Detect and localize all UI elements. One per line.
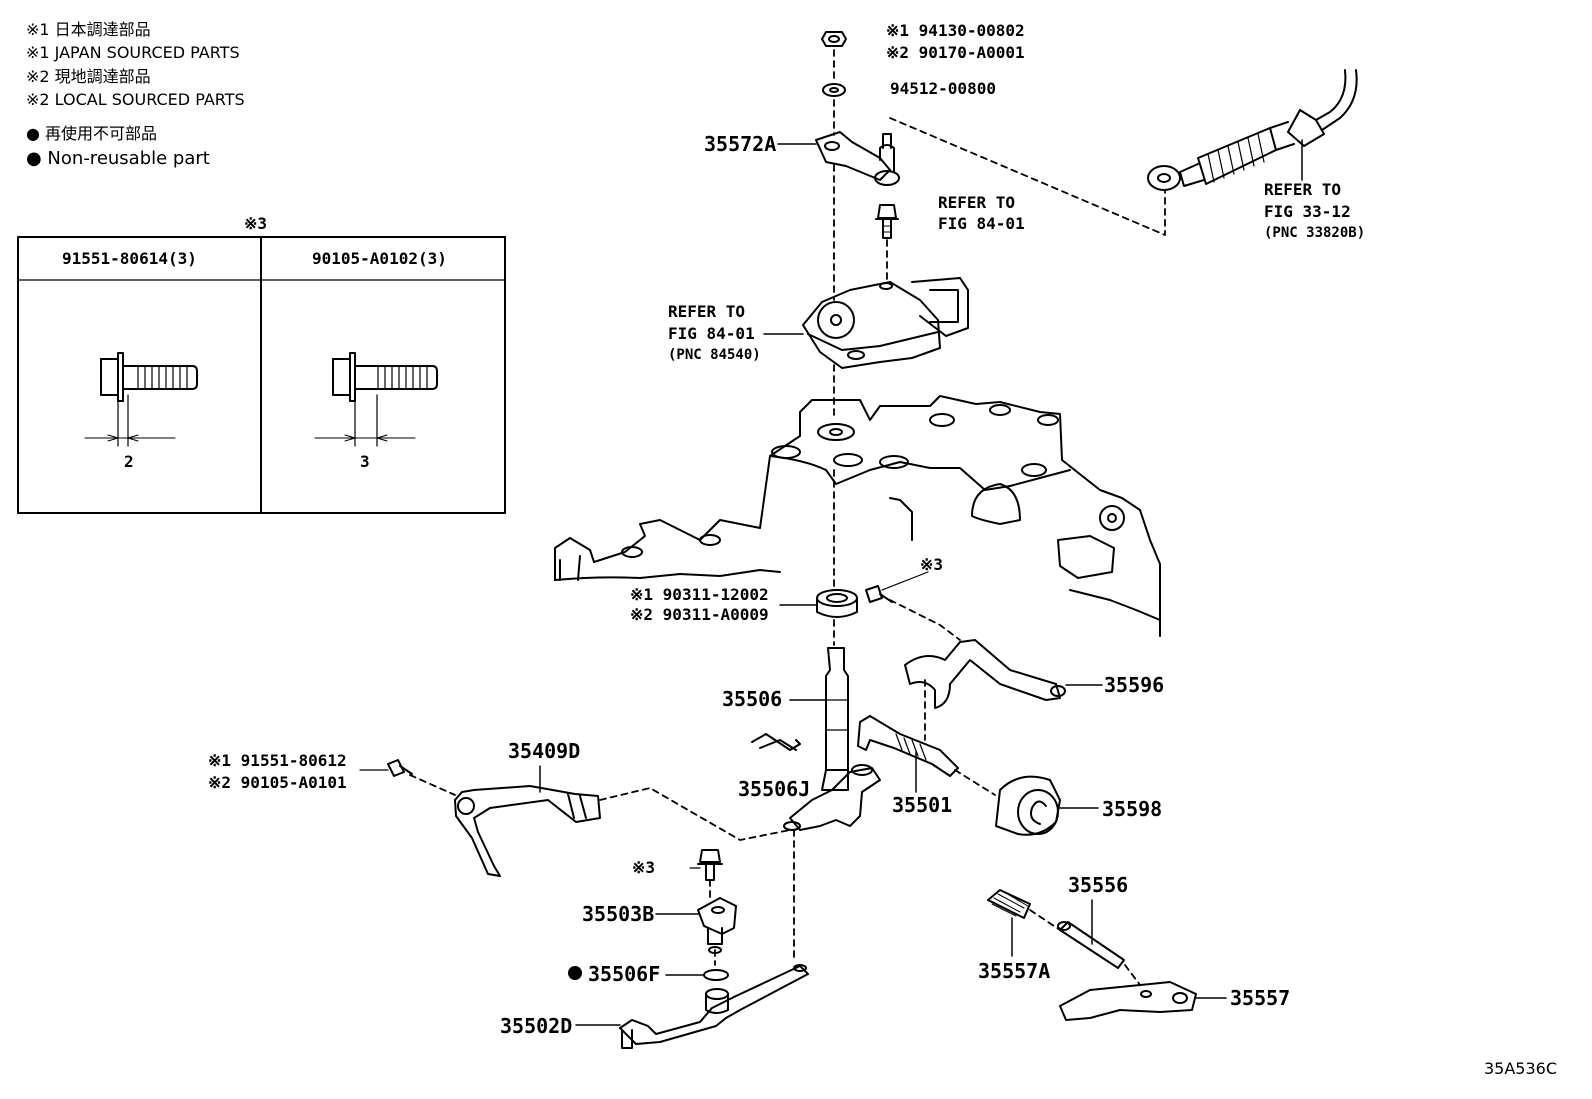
collar-35598-icon xyxy=(995,775,1099,836)
lever-35557-icon xyxy=(1059,981,1227,1021)
label-35556: 35556 xyxy=(1068,873,1128,897)
bolt-refer-84-01-icon xyxy=(875,204,899,239)
bolt-35409d-icon xyxy=(359,759,413,777)
label-35557a: 35557A xyxy=(978,959,1050,983)
legend-local-sourced-jp: ※2 現地調達部品 xyxy=(26,67,151,86)
washer-icon xyxy=(822,83,846,97)
label-refer-b-line2: FIG 84-01 xyxy=(668,324,755,343)
bolt-mark-3-lower-icon xyxy=(689,849,723,881)
legend-japan-sourced-jp: ※1 日本調達部品 xyxy=(26,20,151,39)
label-bolt2-local: ※2 90105-A0101 xyxy=(208,773,347,792)
pin-35556-icon xyxy=(1057,899,1125,969)
bolt-table-col2-header: 90105-A0102(3) xyxy=(312,249,447,268)
label-bolt-mark-b: ※3 xyxy=(632,858,655,877)
label-35502d: 35502D xyxy=(500,1014,572,1038)
assembly-lines xyxy=(409,49,1166,986)
label-washer: 94512-00800 xyxy=(890,79,996,98)
clip-35506j-icon xyxy=(751,733,801,751)
label-35409d: 35409D xyxy=(508,739,580,763)
detent-plate-icon xyxy=(783,764,881,831)
label-35598: 35598 xyxy=(1102,797,1162,821)
label-35501: 35501 xyxy=(892,793,952,817)
bolt-table-mark: ※3 xyxy=(244,214,267,233)
lever-35572a-icon xyxy=(777,131,900,186)
label-bolt2-japan: ※1 91551-80612 xyxy=(208,751,347,770)
legend-non-reusable-en: ● Non-reusable part xyxy=(26,148,210,169)
nut-icon xyxy=(821,31,847,47)
label-refer-a-line2: FIG 84-01 xyxy=(938,214,1025,233)
label-nut-local: ※2 90170-A0001 xyxy=(886,43,1025,62)
label-nut-japan: ※1 94130-00802 xyxy=(886,21,1025,40)
label-35506f: 35506F xyxy=(588,962,660,986)
label-refer-b-line3: (PNC 84540) xyxy=(668,347,761,363)
legend-japan-sourced-en: ※1 JAPAN SOURCED PARTS xyxy=(26,43,240,62)
lever-35409d-icon xyxy=(454,765,601,877)
non-reusable-bullet-icon xyxy=(568,966,582,980)
label-35506: 35506 xyxy=(722,687,782,711)
bolt-mark-3-icon xyxy=(865,571,929,603)
rod-35501-icon xyxy=(857,715,959,793)
label-35572a: 35572A xyxy=(704,132,776,156)
label-seal-local: ※2 90311-A0009 xyxy=(630,605,769,624)
figure-code: 35A536C xyxy=(1484,1059,1557,1078)
transmission-housing-icon xyxy=(554,395,1161,637)
bolt-table-col1-header: 91551-80614(3) xyxy=(62,249,197,268)
label-35596: 35596 xyxy=(1104,673,1164,697)
label-refer-c-line1: REFER TO xyxy=(1264,180,1341,199)
label-refer-c-line2: FIG 33-12 xyxy=(1264,202,1351,221)
bolt-91551-80614-icon xyxy=(84,352,198,447)
bolt-table xyxy=(17,236,506,514)
detent-spring-35596-icon xyxy=(904,639,1103,709)
label-bolt-mark-a: ※3 xyxy=(920,555,943,574)
label-35503b: 35503B xyxy=(582,902,654,926)
manual-valve-shaft-35506-icon xyxy=(789,647,849,791)
bolt-table-col2-dim: 3 xyxy=(360,452,370,471)
label-35506j: 35506J xyxy=(738,777,810,801)
label-refer-a-line1: REFER TO xyxy=(938,193,1015,212)
o-ring-35506f-icon xyxy=(665,969,729,981)
bolt-table-col1-dim: 2 xyxy=(124,452,134,471)
spring-35557a-icon xyxy=(987,889,1031,957)
label-seal-japan: ※1 90311-12002 xyxy=(630,585,769,604)
neutral-start-switch-icon xyxy=(763,277,969,369)
label-35557: 35557 xyxy=(1230,986,1290,1010)
bracket-35503b-icon xyxy=(655,897,737,954)
oil-seal-icon xyxy=(779,589,858,618)
legend-non-reusable-jp: ● 再使用不可部品 xyxy=(26,124,158,143)
label-refer-b-line1: REFER TO xyxy=(668,302,745,321)
legend-local-sourced-en: ※2 LOCAL SOURCED PARTS xyxy=(26,90,245,109)
label-refer-c-line3: (PNC 33820B) xyxy=(1264,225,1365,241)
lever-35502d-icon xyxy=(575,964,809,1049)
bolt-90105-A0102-icon xyxy=(314,352,438,447)
shift-cable-icon xyxy=(1147,69,1358,191)
